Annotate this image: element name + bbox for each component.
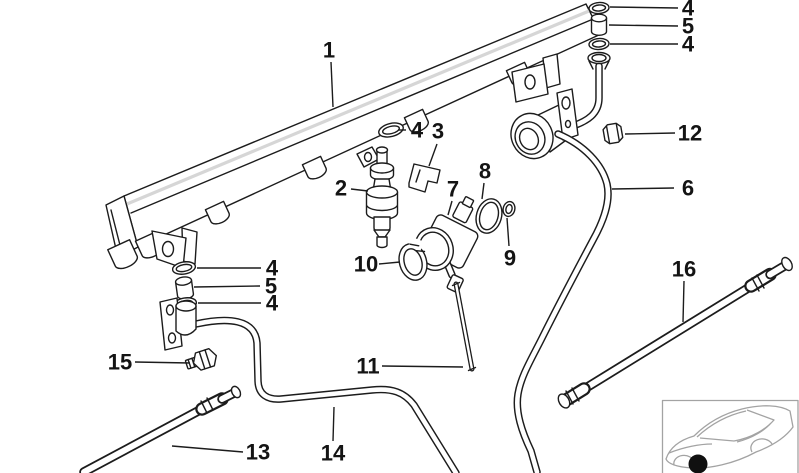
leader-5b [193,285,261,288]
fuel-hose-left [79,385,242,473]
callout-4-lower-1[interactable]: 4 [266,256,279,281]
leader-11 [381,365,464,368]
rail-bracket-right [511,53,561,103]
oring-top-2 [588,37,610,51]
car-thumbnail [661,399,799,473]
callouts: 4 5 4 1 12 3 4 2 6 8 7 9 10 4 5 4 16 15 … [108,0,702,466]
injector-port [301,155,327,180]
leader-15 [134,361,191,364]
spacer-top [590,13,608,36]
spacer-lower [174,276,195,300]
oring-regulator-large [475,198,503,234]
rail-bracket-left [151,227,198,269]
leader-13 [171,445,244,453]
callout-2[interactable]: 2 [335,176,347,201]
injector-port [403,108,429,133]
callout-11[interactable]: 11 [356,354,379,379]
oring-lower-1 [171,261,197,275]
callout-4-top-1[interactable]: 4 [682,0,695,21]
callout-16[interactable]: 16 [672,257,696,282]
callout-1[interactable]: 1 [323,38,335,63]
callout-8[interactable]: 8 [479,159,491,184]
leader-14 [332,406,335,442]
feed-pipe [175,300,460,473]
callout-14[interactable]: 14 [321,441,346,466]
leader-16 [682,280,685,323]
callout-4-injector[interactable]: 4 [411,118,424,143]
callout-6[interactable]: 6 [682,176,694,201]
leader-7 [447,200,453,216]
fuel-hose-right [557,256,793,409]
callout-3[interactable]: 3 [432,119,444,144]
callout-5-lower[interactable]: 5 [265,274,277,299]
callout-4-top-2[interactable]: 4 [682,32,695,57]
leader-12 [624,132,676,135]
leader-1 [330,61,334,108]
oring-injector [378,122,404,138]
callout-12[interactable]: 12 [678,121,702,146]
leader-5a [608,24,679,27]
vacuum-pipe [451,281,477,372]
leader-8 [481,182,485,200]
callout-13[interactable]: 13 [246,440,270,465]
callout-4-lower-2[interactable]: 4 [266,291,279,316]
callout-7[interactable]: 7 [447,177,459,202]
fuel-rail [105,3,602,270]
leader-9 [506,217,510,247]
oring-top-1 [588,1,610,15]
injector-retaining-clip [408,163,441,193]
leader-3 [428,143,438,167]
end-port-cup [107,239,139,270]
flange-bracket [556,88,579,141]
feed-flange [510,88,579,160]
oring-regulator-small [502,200,516,218]
hex-nut [602,122,624,145]
regulator-retaining-ring [398,236,428,281]
callout-5-top[interactable]: 5 [682,14,694,39]
leader-6 [611,187,675,190]
callout-15[interactable]: 15 [108,350,132,375]
leader-10 [378,261,401,265]
leader-4a [609,6,679,9]
leader-2 [350,188,369,192]
location-marker-dot [688,454,708,473]
mounting-bolt [184,347,218,371]
fuel-injector [356,146,399,249]
injector-port [204,200,230,225]
callout-10[interactable]: 10 [354,252,378,277]
leader-lines [134,6,685,453]
fuel-return-pipe [513,130,612,473]
callout-9[interactable]: 9 [504,246,516,271]
